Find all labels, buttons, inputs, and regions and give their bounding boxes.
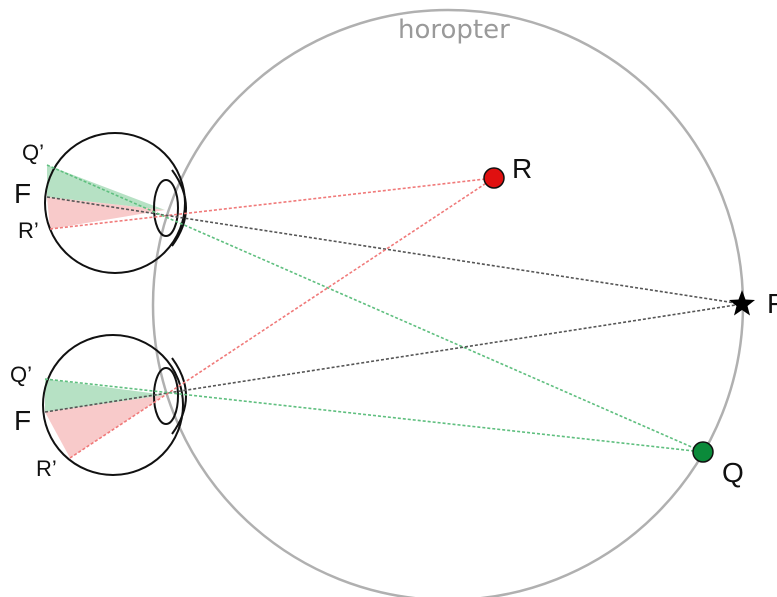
bottom-eye-ray-to-R (69, 177, 495, 459)
top-eye-ray-to-F (46, 196, 743, 305)
bottom-eyeball (42, 334, 184, 476)
top-eye-ray-to-R (49, 177, 495, 230)
top-eye-red-wedge (47, 197, 165, 229)
fixation-star-icon (729, 290, 755, 316)
top-eye-cornea (171, 169, 187, 247)
label-R: R (512, 153, 532, 184)
horopter-label: horopter (398, 15, 510, 45)
top-eye-r-prime-label: R’ (18, 218, 39, 243)
point-R (483, 167, 505, 189)
top-eye-ray-to-Q (46, 164, 704, 453)
bottom-eye-r-prime-label: R’ (36, 456, 57, 481)
bottom-eye-ray-to-F (44, 303, 743, 413)
bottom-eye-lens (153, 367, 179, 425)
bottom-eye-red-wedge (45, 395, 165, 458)
horopter-circle (151, 8, 745, 597)
top-eye-lens (153, 179, 179, 237)
bottom-eye-q-prime-label: Q’ (10, 362, 32, 387)
top-eye-green-wedge (47, 165, 165, 210)
bottom-eye-green-wedge (45, 379, 165, 412)
bottom-eye-ray-to-Q (44, 378, 704, 453)
bottom-eye-f-label: F (14, 405, 31, 436)
top-eye-q-prime-label: Q’ (22, 140, 44, 165)
label-F-right: F (767, 288, 777, 319)
bottom-eye-cornea (171, 357, 187, 435)
top-eye-f-label: F (14, 178, 31, 209)
label-Q: Q (722, 457, 744, 488)
point-Q (692, 441, 714, 463)
